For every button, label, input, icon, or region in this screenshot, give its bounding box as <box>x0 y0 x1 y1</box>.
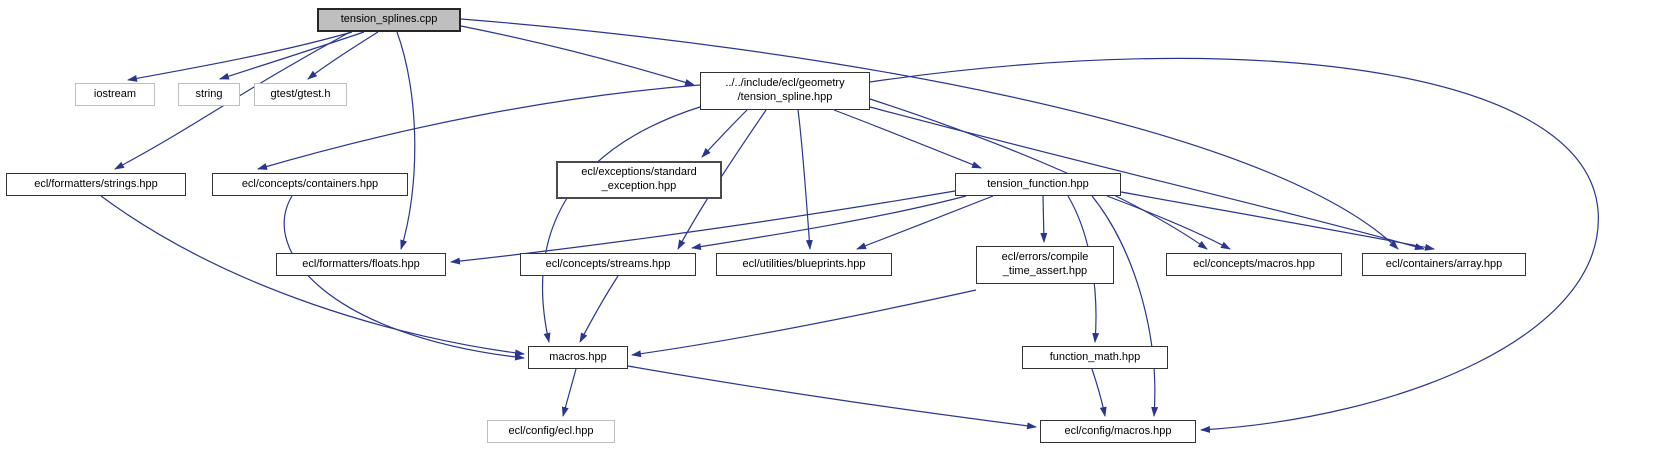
include-edge-strings-hpp->macros-hpp <box>100 195 525 357</box>
include-edge-containers-hpp->macros-hpp <box>283 195 525 361</box>
include-edge-compile-time-assert-hpp->macros-hpp <box>631 289 977 358</box>
graph-node-floats-hpp[interactable]: ecl/formatters/floats.hpp <box>276 253 446 276</box>
include-edge-tension-spline-hpp->macros-hpp <box>542 105 704 343</box>
graph-node-strings-hpp[interactable]: ecl/formatters/strings.hpp <box>6 173 186 196</box>
include-edge-macros-hpp->config-macros-hpp <box>627 365 1037 430</box>
include-edge-tension-splines-cpp->tension-spline-hpp <box>460 25 695 86</box>
include-edge-tension-splines-cpp->floats-hpp <box>396 31 416 250</box>
graph-node-string[interactable]: string <box>178 83 240 106</box>
include-edge-tension-function-hpp->blueprints-hpp <box>856 195 994 250</box>
include-edge-function-math-hpp->config-macros-hpp <box>1091 368 1107 417</box>
graph-node-containers-hpp[interactable]: ecl/concepts/containers.hpp <box>212 173 408 196</box>
include-edge-tension-spline-hpp->config-macros-hpp <box>869 57 1599 433</box>
include-edge-tension-spline-hpp->concepts-macros-hpp <box>869 98 1208 250</box>
graph-node-compile-time-assert-hpp[interactable]: ecl/errors/compile _time_assert.hpp <box>976 246 1114 284</box>
graph-node-tension-splines-cpp[interactable]: tension_splines.cpp <box>317 8 461 32</box>
include-edge-tension-function-hpp->streams-hpp <box>691 195 967 251</box>
include-edge-tension-splines-cpp->array-hpp <box>460 18 1399 250</box>
include-edge-tension-function-hpp->config-macros-hpp <box>1091 195 1159 417</box>
graph-node-blueprints-hpp[interactable]: ecl/utilities/blueprints.hpp <box>716 253 892 276</box>
include-edge-tension-splines-cpp->strings-hpp <box>114 31 351 170</box>
graph-node-gtest[interactable]: gtest/gtest.h <box>254 83 347 106</box>
include-edge-tension-spline-hpp->blueprints-hpp <box>797 109 813 250</box>
include-edge-macros-hpp->config-ecl-hpp <box>561 368 577 417</box>
include-edge-tension-spline-hpp->tension-function-hpp <box>833 109 982 169</box>
graph-node-array-hpp[interactable]: ecl/containers/array.hpp <box>1362 253 1526 276</box>
include-edge-tension-function-hpp->concepts-macros-hpp <box>1106 195 1231 250</box>
graph-node-tension-spline-hpp[interactable]: ../../include/ecl/geometry /tension_spli… <box>700 72 870 110</box>
include-edge-tension-spline-hpp->containers-hpp <box>257 84 701 170</box>
graph-node-macros-hpp[interactable]: macros.hpp <box>528 346 628 369</box>
graph-node-standard-exception-hpp[interactable]: ecl/exceptions/standard _exception.hpp <box>556 161 722 199</box>
include-edge-tension-function-hpp->compile-time-assert-hpp <box>1040 195 1048 243</box>
include-edge-streams-hpp->macros-hpp <box>579 275 619 343</box>
graph-node-tension-function-hpp[interactable]: tension_function.hpp <box>955 173 1121 196</box>
include-edge-tension-function-hpp->floats-hpp <box>450 190 956 265</box>
include-edge-tension-splines-cpp->gtest <box>307 31 379 80</box>
graph-node-config-macros-hpp[interactable]: ecl/config/macros.hpp <box>1040 420 1196 443</box>
include-edge-tension-spline-hpp->standard-exception-hpp <box>701 109 748 158</box>
include-edge-tension-splines-cpp->iostream <box>127 31 353 82</box>
graph-node-config-ecl-hpp[interactable]: ecl/config/ecl.hpp <box>487 420 615 443</box>
graph-node-function-math-hpp[interactable]: function_math.hpp <box>1022 346 1168 369</box>
graph-node-concepts-macros-hpp[interactable]: ecl/concepts/macros.hpp <box>1166 253 1342 276</box>
include-edge-tension-function-hpp->array-hpp <box>1120 191 1435 251</box>
graph-node-streams-hpp[interactable]: ecl/concepts/streams.hpp <box>520 253 696 276</box>
include-edge-tension-splines-cpp->string <box>219 31 365 80</box>
include-edge-tension-spline-hpp->array-hpp <box>869 106 1425 250</box>
graph-node-iostream[interactable]: iostream <box>75 83 155 106</box>
